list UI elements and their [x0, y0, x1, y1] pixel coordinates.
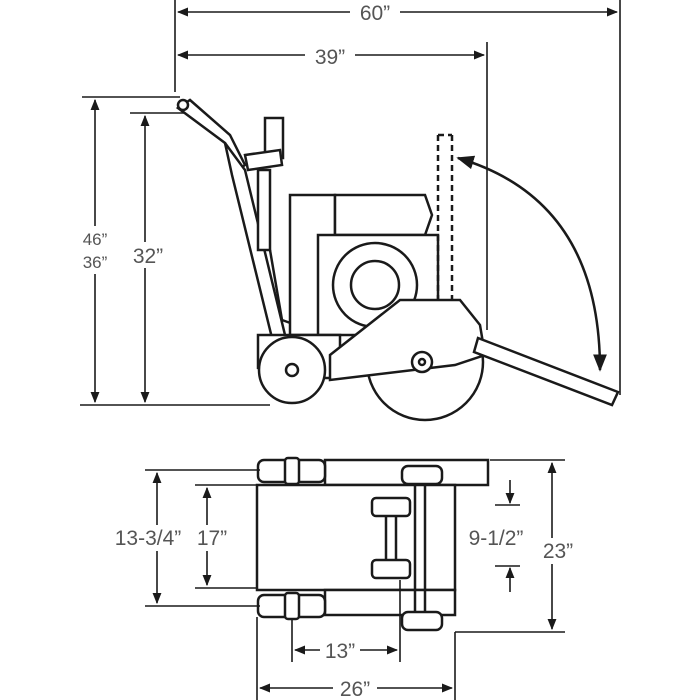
- label-9-1-2: 9-1/2”: [469, 527, 524, 550]
- dimension-overall-width: 23”: [455, 459, 579, 633]
- side-view: 60” 39” 46” 36” 32”: [78, 0, 621, 422]
- saw-top-illustration: [255, 456, 490, 632]
- label-17: 17”: [197, 527, 227, 550]
- dimension-body-height: 32”: [128, 112, 185, 404]
- label-39: 39”: [315, 46, 345, 69]
- saw-side-illustration: [175, 98, 620, 422]
- blade-swing-arrow: [456, 155, 607, 372]
- top-view: 13-3/4” 17” 9-1/2” 23”: [110, 456, 579, 700]
- dimension-overall-length: 60”: [174, 0, 621, 395]
- dimension-wheelbase: 13”: [291, 580, 401, 663]
- label-26: 26”: [340, 678, 370, 700]
- dimension-blade-axle-span: 9-1/2”: [469, 480, 524, 592]
- dimension-base-length: 26”: [256, 617, 456, 700]
- label-32: 32”: [133, 245, 163, 268]
- dimension-frame-width: 17”: [190, 484, 257, 589]
- dimension-wheel-track: 13-3/4”: [110, 469, 260, 607]
- label-13: 13”: [325, 640, 355, 663]
- label-60: 60”: [360, 2, 390, 25]
- dimension-handle-height: 46” 36”: [78, 96, 270, 406]
- label-46: 46”: [83, 230, 108, 249]
- label-13-3-4: 13-3/4”: [115, 527, 182, 550]
- label-36: 36”: [83, 253, 108, 272]
- label-23: 23”: [543, 540, 573, 563]
